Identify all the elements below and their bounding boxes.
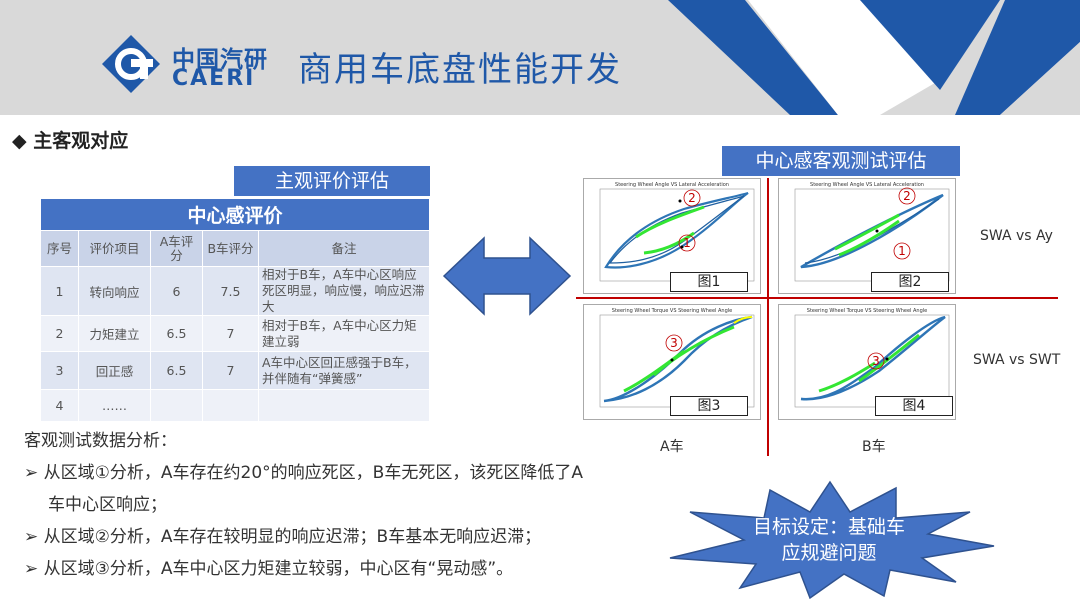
table-cell: 6 xyxy=(150,266,203,316)
bullet-text: 从区域②分析，A车存在较明显的响应迟滞；B车基本无响应迟滞； xyxy=(43,527,542,547)
col-header: A车评分 xyxy=(150,230,203,267)
table-cell: 1 xyxy=(40,266,79,316)
table-cell: 回正感 xyxy=(78,351,151,390)
bullet-text: 从区域①分析，A车存在约20°的响应死区，B车无死区，该死区降低了A车中心区响应… xyxy=(43,463,583,515)
plot-caption: 图2 xyxy=(871,272,949,292)
goal-line-1: 目标设定：基础车 xyxy=(752,516,905,538)
table-cell: 转向响应 xyxy=(78,266,151,316)
arrow-bullet-icon: ➢ xyxy=(24,559,44,579)
table-cell: A车中心区回正感强于B车，并伴随有“弹簧感” xyxy=(258,351,430,390)
region-marker: 2 xyxy=(903,189,911,203)
plot-1: Steering Wheel Angle VS Lateral Accelera… xyxy=(583,178,761,294)
table-cell: 相对于B车，A车中心区力矩建立弱 xyxy=(258,315,430,352)
region-marker: 2 xyxy=(688,191,696,205)
page-title: 商用车底盘性能开发 xyxy=(298,50,622,90)
section-title: 主客观对应 xyxy=(33,130,129,152)
brand-name-cn: 中国汽研 xyxy=(172,47,268,73)
table-cell xyxy=(258,389,430,422)
caeri-logo-icon xyxy=(102,35,160,93)
plot-3: Steering Wheel Torque VS Steering Wheel … xyxy=(583,304,761,420)
section-heading: ◆ 主客观对应 xyxy=(12,126,128,153)
hysteresis-plot-2: Steering Wheel Angle VS Lateral Accelera… xyxy=(794,182,950,282)
plot-caption: 图3 xyxy=(670,396,748,416)
bullet-text: 从区域③分析，A车中心区力矩建立较弱，中心区有“晃动感”。 xyxy=(43,559,514,579)
analysis-bullet: ➢ 从区域③分析，A车中心区力矩建立较弱，中心区有“晃动感”。 xyxy=(24,553,599,585)
table-cell: …… xyxy=(78,389,151,422)
col-header: 备注 xyxy=(258,230,430,267)
objective-tag: 中心感客观测试评估 xyxy=(722,146,960,176)
region-marker: 1 xyxy=(898,244,906,258)
header-banner: 中国汽研 CAERI 商用车底盘性能开发 xyxy=(0,0,1080,115)
hysteresis-plot-3: Steering Wheel Torque VS Steering Wheel … xyxy=(599,308,755,408)
evaluation-table: 中心感评价 序号 评价项目 A车评分 B车评分 备注 1 转向响应 6 7.5 … xyxy=(40,198,430,422)
car-label-b: B车 xyxy=(862,439,886,455)
row-label-swa-ay: SWA vs Ay xyxy=(980,228,1053,244)
plot-title: Steering Wheel Torque VS Steering Wheel … xyxy=(612,308,732,314)
analysis-bullet: ➢ 从区域②分析，A车存在较明显的响应迟滞；B车基本无响应迟滞； xyxy=(24,521,599,553)
region-marker: 3 xyxy=(872,354,880,368)
plot-2: Steering Wheel Angle VS Lateral Accelera… xyxy=(778,178,956,294)
plot-title: Steering Wheel Angle VS Lateral Accelera… xyxy=(615,182,729,188)
goal-text: 目标设定：基础车 应规避问题 xyxy=(734,514,924,566)
table-cell: 7 xyxy=(202,351,259,390)
table-cell: 6.5 xyxy=(150,351,203,390)
table-title: 中心感评价 xyxy=(40,198,430,231)
plot-title: Steering Wheel Angle VS Lateral Accelera… xyxy=(810,182,924,188)
hysteresis-plot-4: Steering Wheel Torque VS Steering Wheel … xyxy=(794,308,950,408)
diamond-bullet-icon: ◆ xyxy=(12,130,34,152)
starburst-shape xyxy=(669,480,995,600)
table-cell: 力矩建立 xyxy=(78,315,151,352)
analysis-section: 客观测试数据分析： ➢ 从区域①分析，A车存在约20°的响应死区，B车无死区，该… xyxy=(24,425,599,585)
arrow-bullet-icon: ➢ xyxy=(24,463,44,483)
table-row: 1 转向响应 6 7.5 相对于B车，A车中心区响应死区明显，响应慢，响应迟滞大 xyxy=(40,266,430,316)
subjective-tag: 主观评价评估 xyxy=(234,166,430,196)
brand-name-en: CAERI xyxy=(172,66,256,91)
table-row: 4 …… xyxy=(40,389,430,422)
analysis-heading: 客观测试数据分析： xyxy=(24,431,177,451)
car-label-a: A车 xyxy=(660,439,684,455)
header-decoration xyxy=(668,0,1080,115)
table-cell: 相对于B车，A车中心区响应死区明显，响应慢，响应迟滞大 xyxy=(258,266,430,316)
analysis-bullet: ➢ 从区域①分析，A车存在约20°的响应死区，B车无死区，该死区降低了A车中心区… xyxy=(24,457,599,521)
double-arrow-icon xyxy=(442,236,572,316)
table-cell: 7 xyxy=(202,315,259,352)
plot-title: Steering Wheel Torque VS Steering Wheel … xyxy=(807,308,927,314)
row-label-swa-swt: SWA vs SWT xyxy=(973,352,1061,368)
region-marker: 1 xyxy=(683,236,691,250)
col-header: 序号 xyxy=(40,230,79,267)
region-marker: 3 xyxy=(670,336,678,350)
hysteresis-plot-1: Steering Wheel Angle VS Lateral Accelera… xyxy=(599,182,755,282)
plot-caption: 图1 xyxy=(670,272,748,292)
arrow-bullet-icon: ➢ xyxy=(24,527,44,547)
table-cell: 4 xyxy=(40,389,79,422)
table-cell: 6.5 xyxy=(150,315,203,352)
plot-4: Steering Wheel Torque VS Steering Wheel … xyxy=(778,304,956,420)
table-row: 2 力矩建立 6.5 7 相对于B车，A车中心区力矩建立弱 xyxy=(40,315,430,352)
table-cell: 7.5 xyxy=(202,266,259,316)
plot-caption: 图4 xyxy=(875,396,953,416)
table-cell xyxy=(150,389,203,422)
table-row: 3 回正感 6.5 7 A车中心区回正感强于B车，并伴随有“弹簧感” xyxy=(40,351,430,390)
goal-line-2: 应规避问题 xyxy=(781,542,877,564)
